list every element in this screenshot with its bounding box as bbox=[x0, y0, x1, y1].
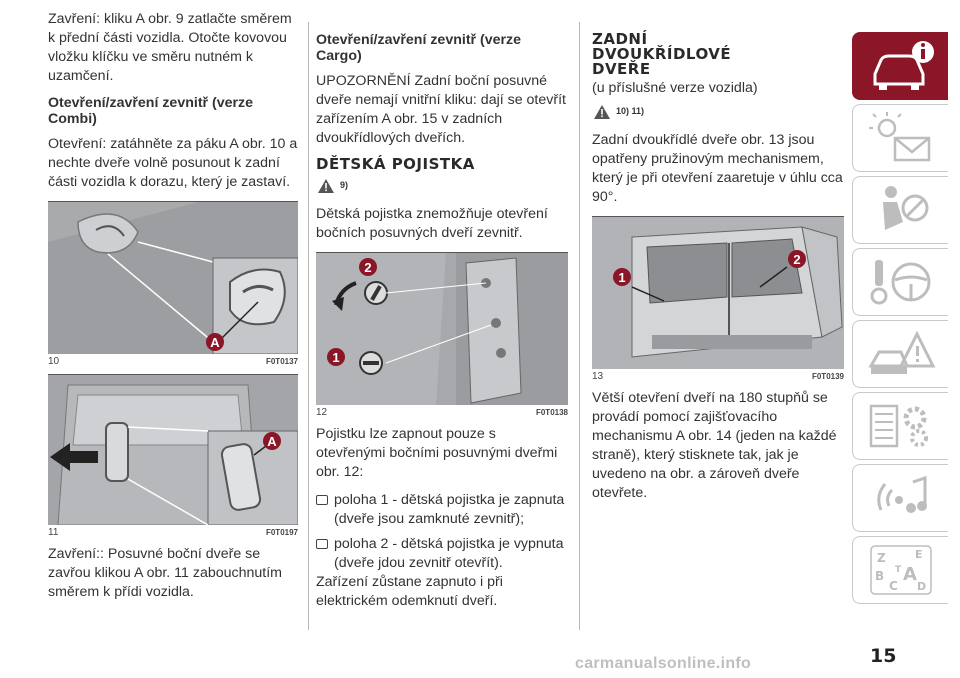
svg-text:1: 1 bbox=[332, 350, 339, 365]
paragraph-closing: Zavření: kliku A obr. 9 zatlačte směrem … bbox=[48, 11, 292, 84]
bullet-box-icon bbox=[316, 495, 328, 505]
callout-1 bbox=[613, 268, 631, 286]
tab-safety[interactable] bbox=[852, 176, 948, 244]
paragraph-remains-active: Zařízení zůstane zapnuto i při elektrick… bbox=[316, 574, 503, 609]
list-item: poloha 2 - dětská pojistka je vypnuta (d… bbox=[316, 535, 568, 573]
warning-triangle-icon bbox=[318, 178, 334, 193]
paragraph-180-opening: Větší otevření dveří na 180 stupňů se pr… bbox=[592, 390, 837, 501]
column-1: Zavření: kliku A obr. 9 zatlačte směrem … bbox=[48, 10, 298, 611]
page-number: 15 bbox=[870, 645, 897, 667]
accident-icon bbox=[867, 330, 935, 374]
tab-warning-lights[interactable] bbox=[852, 104, 948, 172]
figure-10: A 10 F0T0137 bbox=[48, 201, 298, 368]
paragraph-activation: Pojistku lze zapnout pouze s otevřenými … bbox=[316, 426, 558, 480]
tab-maintenance[interactable] bbox=[852, 392, 948, 460]
paragraph-opening: Otevření: zatáhněte za páku A obr. 10 a … bbox=[48, 136, 298, 190]
door-handle-illustration: A bbox=[48, 202, 298, 354]
column-3: ZADNÍ DVOUKŘÍDLOVÉ DVEŘE (u příslušné ve… bbox=[592, 10, 844, 512]
warning-note-9: 9) bbox=[318, 176, 568, 195]
svg-text:A: A bbox=[210, 335, 220, 350]
column-divider bbox=[308, 22, 309, 630]
svg-text:A: A bbox=[903, 564, 917, 585]
figure-12: 2 1 12 F0T0138 bbox=[316, 252, 568, 419]
tab-index[interactable]: Z E B A C T D bbox=[852, 536, 948, 604]
watermark: carmanualsonline.info bbox=[575, 655, 752, 672]
child-lock-illustration: 2 1 bbox=[316, 253, 568, 405]
warning-triangle-icon bbox=[594, 104, 610, 119]
paragraph-warning: UPOZORNĚNÍ Zadní boční posuvné dveře nem… bbox=[316, 73, 566, 146]
heading-combi: Otevření/zavření zevnitř (verze Combi) bbox=[48, 95, 254, 127]
svg-text:Z: Z bbox=[877, 551, 886, 565]
seat-airbag-icon bbox=[882, 186, 928, 230]
column-2: Otevření/zavření zevnitř (verze Cargo) U… bbox=[316, 10, 568, 620]
rear-doors-illustration: 1 2 bbox=[592, 217, 844, 369]
figure-13: 1 2 13 F0T0139 bbox=[592, 216, 844, 383]
callout-2 bbox=[359, 258, 377, 276]
caption-10: 10 F0T0137 bbox=[48, 356, 298, 367]
heading-cargo: Otevření/zavření zevnitř (verze Cargo) bbox=[316, 32, 522, 64]
column-divider bbox=[579, 22, 580, 630]
svg-text:B: B bbox=[875, 569, 884, 583]
caption-12: 12 F0T0138 bbox=[316, 407, 568, 418]
tab-emergency[interactable] bbox=[852, 320, 948, 388]
caption-13: 13 F0T0139 bbox=[592, 371, 844, 382]
callout-a bbox=[263, 432, 281, 450]
heading-rear-doors: ZADNÍ DVOUKŘÍDLOVÉ DVEŘE bbox=[592, 30, 732, 78]
paragraph-version-note: (u příslušné verze vozidla) bbox=[592, 80, 758, 96]
heading-child-lock: DĚTSKÁ POJISTKA bbox=[316, 155, 475, 173]
paragraph-closing-sliding: Zavření:: Posuvné boční dveře se zavřou … bbox=[48, 546, 282, 600]
paragraph-child-lock: Dětská pojistka znemožňuje otevření bočn… bbox=[316, 206, 548, 241]
svg-text:C: C bbox=[889, 579, 898, 593]
list-item: poloha 1 - dětská pojistka je zapnuta (d… bbox=[316, 491, 568, 529]
callout-2 bbox=[788, 250, 806, 268]
figure-11: A 11 F0T0197 bbox=[48, 374, 298, 539]
tab-multimedia[interactable] bbox=[852, 464, 948, 532]
svg-text:2: 2 bbox=[364, 260, 371, 275]
svg-text:D: D bbox=[917, 580, 926, 593]
caption-11: 11 F0T0197 bbox=[48, 527, 298, 538]
rotate-arrow-icon bbox=[332, 297, 344, 311]
callout-a bbox=[206, 333, 224, 351]
chapter-tabs: Z E B A C T D bbox=[852, 32, 948, 608]
paragraph-rear-doors: Zadní dvoukřídlé dveře obr. 13 jsou opat… bbox=[592, 132, 843, 205]
svg-text:1: 1 bbox=[618, 270, 625, 285]
sliding-door-illustration: A bbox=[48, 375, 298, 525]
key-steering-icon bbox=[870, 260, 930, 305]
svg-text:2: 2 bbox=[793, 252, 800, 267]
arrow-icon bbox=[50, 443, 98, 471]
tab-car-info[interactable] bbox=[852, 32, 948, 100]
index-icon: Z E B A C T D bbox=[869, 545, 932, 595]
bullet-box-icon bbox=[316, 539, 328, 549]
car-info-icon bbox=[873, 41, 934, 90]
warning-note-10-11: 10) 11) bbox=[594, 102, 844, 121]
warning-lights-icon bbox=[868, 112, 930, 162]
svg-text:A: A bbox=[267, 434, 277, 449]
tab-starting-driving[interactable] bbox=[852, 248, 948, 316]
svg-text:T: T bbox=[895, 565, 902, 575]
svg-text:E: E bbox=[915, 548, 923, 561]
callout-1 bbox=[327, 348, 345, 366]
multimedia-icon bbox=[876, 475, 927, 513]
service-gears-icon bbox=[869, 404, 928, 448]
